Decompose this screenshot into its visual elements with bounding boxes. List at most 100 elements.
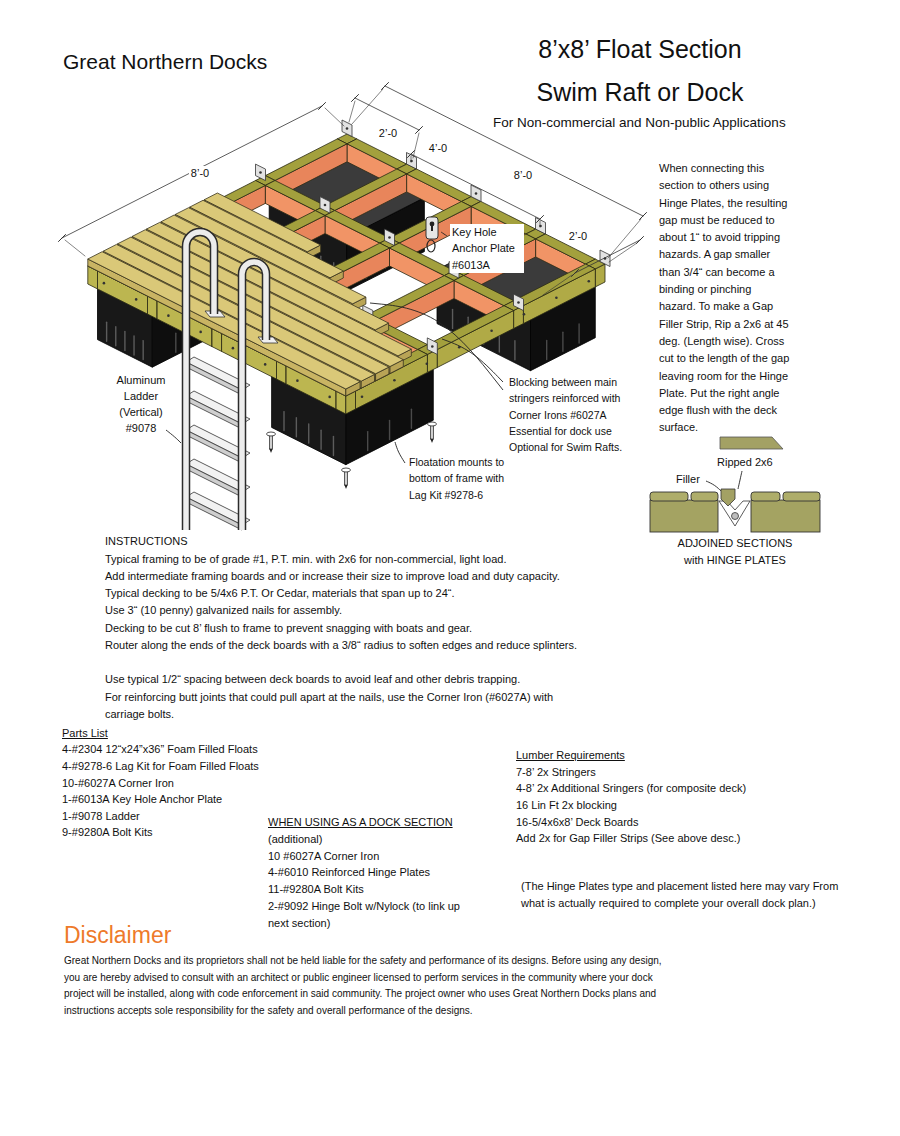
label-slot: Blocking between main stringers reinforc…: [509, 374, 629, 455]
iron-bolt: [539, 225, 542, 228]
callout-label: Aluminum Ladder (Vertical) #9078: [106, 372, 176, 436]
label-slot: 16-5/4x6x8’ Deck Boards: [516, 814, 639, 831]
ladder-rail: [242, 262, 266, 530]
corner-iron: [320, 197, 330, 214]
deck-board: [88, 252, 360, 389]
ladder-rung: [186, 362, 242, 395]
dimension-tick: [637, 237, 644, 244]
frame-member: [407, 169, 472, 202]
parts-item: 9-#9280A Bolt Kits: [62, 824, 153, 841]
extension-line: [352, 89, 383, 124]
label-slot: Use typical 1/2“ spacing between deck bo…: [105, 671, 580, 688]
section-deck-board: [783, 492, 820, 501]
instruction-text: Use typical 1/2“ spacing between deck bo…: [105, 671, 580, 688]
float-rib: [367, 432, 368, 451]
iron-bolt: [517, 301, 520, 304]
dock-item: 10 #6027A Corner Iron: [268, 848, 379, 865]
dock-item: 4-#6010 Reinforced Hinge Plates: [268, 864, 430, 881]
nail: [264, 363, 267, 366]
nail: [232, 347, 235, 350]
dimension-tick: [640, 213, 647, 220]
nail: [393, 379, 396, 382]
frame-member: [325, 169, 407, 211]
decking: [88, 193, 412, 396]
lumber-item: 7-8’ 2x Stringers: [516, 764, 596, 781]
float-rib: [562, 332, 563, 351]
label-slot: ADJOINED SECTIONS with HINGE PLATES: [670, 535, 800, 569]
frame-member: [325, 211, 390, 244]
dimension-tick: [572, 270, 579, 277]
float-rib: [320, 430, 321, 449]
instruction-text: Typical framing to be of grade #1, P.T. …: [105, 551, 580, 568]
extension-line: [543, 275, 572, 295]
label-slot: 4-#2304 12“x24”x36” Foam Filled Floats: [62, 741, 258, 758]
instruction-text: Router along the ends of the deck boards…: [105, 637, 580, 654]
float-rib: [283, 412, 284, 431]
dimension-tick: [382, 83, 389, 90]
hinge-plate: [719, 501, 750, 526]
label-slot: Typical decking to be 5/4x6 P.T. Or Ceda…: [105, 585, 580, 602]
float-rib: [124, 331, 125, 350]
lumber-item: 16 Lin Ft 2x blocking: [516, 797, 617, 814]
section-deck-board: [650, 492, 688, 501]
note-text: When connecting this section to others u…: [659, 160, 791, 437]
corner-iron: [427, 338, 437, 355]
label-slot: 4-#6010 Reinforced Hinge Plates: [268, 864, 430, 881]
lumber-item: 4-8’ 2x Additional Sringers (for composi…: [516, 780, 746, 797]
filler-strip: [721, 489, 735, 506]
float-rib: [308, 424, 309, 443]
label-slot: 4-8’ 2x Additional Sringers (for composi…: [516, 780, 746, 797]
deck-board: [118, 237, 389, 374]
instruction-text: For reinforcing butt joints that could p…: [105, 689, 580, 723]
parts-item: 4-#2304 12“x24”x36” Foam Filled Floats: [62, 741, 258, 758]
extension-line: [608, 219, 641, 258]
label-slot: Key Hole Anchor Plate #6013A: [450, 224, 524, 273]
float-rib: [115, 327, 116, 346]
float-rib: [389, 420, 390, 439]
parts-item: 1-#6013A Key Hole Anchor Plate: [62, 791, 222, 808]
label-slot: WHEN USING AS A DOCK SECTION: [268, 814, 453, 831]
float-rib: [514, 341, 515, 360]
dimension-lines: [59, 83, 647, 296]
ladder-rail: [186, 232, 214, 530]
iron-bolt: [324, 204, 327, 207]
frame-member: [265, 139, 347, 181]
label-slot: Ripped 2x6: [717, 454, 773, 470]
section-heading: INSTRUCTIONS: [105, 533, 188, 550]
corner-iron: [342, 120, 352, 137]
label-slot: 1-#9078 Ladder: [62, 808, 140, 825]
frame-member: [428, 306, 514, 350]
label-slot: 10-#6027A Corner Iron: [62, 775, 174, 792]
brand-name: Great Northern Docks: [63, 49, 267, 75]
label-slot: Floatation mounts to bottom of frame wit…: [409, 454, 505, 503]
instruction-text: Typical decking to be 5/4x6 P.T. Or Ceda…: [105, 585, 580, 602]
label-slot: Use 3“ (10 penny) galvanized nails for a…: [105, 602, 580, 619]
frame-member: [514, 264, 596, 306]
iron-bolt: [475, 192, 478, 195]
nail: [523, 313, 526, 316]
float-rib: [296, 418, 297, 437]
dock-item: 2-#9092 Hinge Bolt w/Nylock (to link up …: [268, 898, 480, 931]
extension-line: [65, 240, 85, 256]
nail: [361, 395, 364, 398]
extension-line: [540, 221, 541, 227]
float-rib: [133, 336, 134, 355]
iron-bolt: [410, 160, 413, 163]
instruction-text: Use 3“ (10 penny) galvanized nails for a…: [105, 602, 580, 619]
parts-item: 1-#9078 Ladder: [62, 808, 140, 825]
bolt-tip: [430, 439, 433, 443]
label-slot: (additional): [268, 831, 322, 848]
section-deck-board: [751, 492, 780, 501]
nail: [199, 331, 202, 334]
dimension-line: [411, 154, 540, 219]
label-slot: 7-8’ 2x Stringers: [516, 764, 596, 781]
extension-line: [349, 101, 355, 122]
corner-iron: [600, 250, 610, 267]
dock-item: 11-#9280A Bolt Kits: [268, 881, 364, 898]
hinge-pin: [732, 513, 739, 520]
label-slot: Add 2x for Gap Filler Strips (See above …: [516, 830, 740, 847]
label-slot: 4’-0: [418, 138, 458, 156]
label-slot: 8’-0: [503, 165, 543, 183]
extension-line: [325, 108, 344, 126]
key-hole-plate: [426, 217, 438, 239]
